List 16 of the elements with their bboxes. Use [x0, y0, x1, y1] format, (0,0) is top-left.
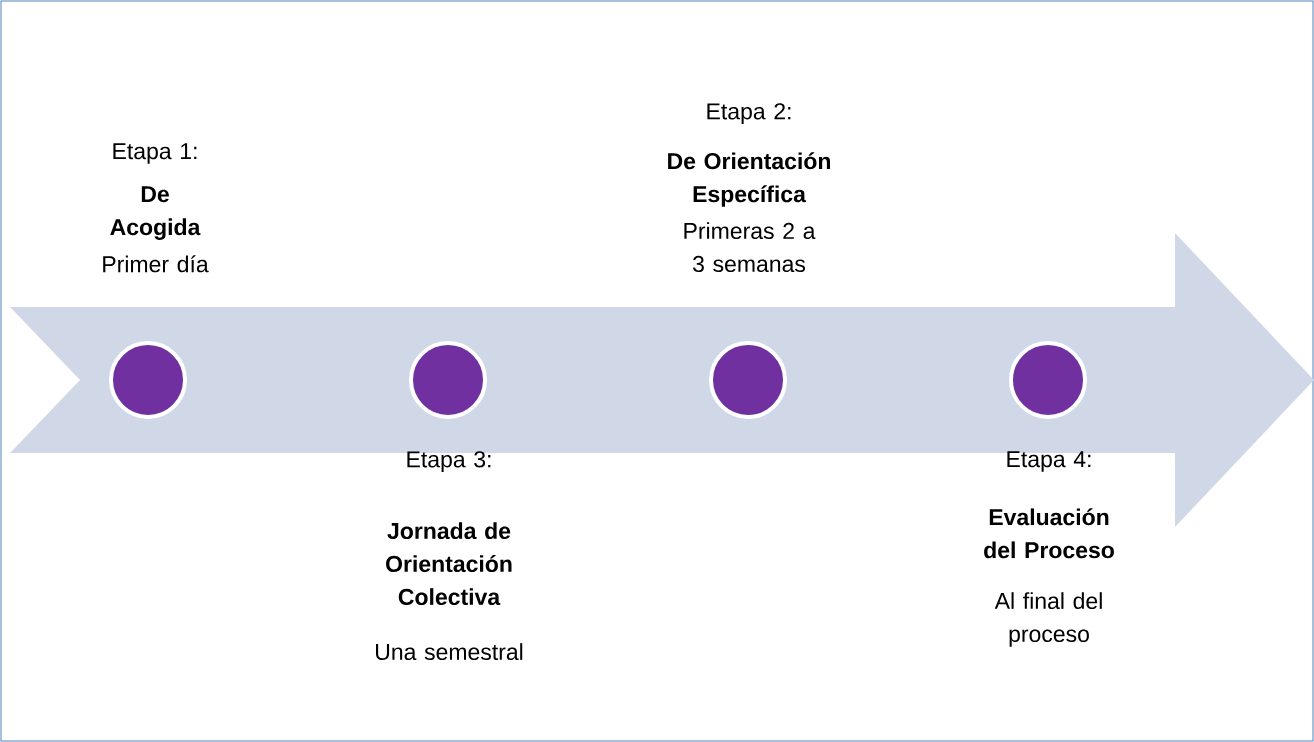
stage-number: Etapa 4:	[1007, 451, 1091, 472]
stage-timing: Al final del proceso	[994, 592, 1102, 647]
stage-circle	[1009, 341, 1087, 419]
stage-number: Etapa 1:	[113, 143, 197, 164]
stage-timing: Una semestral	[376, 643, 523, 661]
stage-title: De Orientación Específica	[668, 152, 830, 207]
stage-number: Etapa 2:	[707, 103, 791, 124]
stage-circle	[109, 341, 187, 419]
stage-title: Jornada de Orientación Colectiva	[386, 522, 512, 606]
stage-title: De Acogida	[110, 186, 201, 240]
stage-timing: Primeras 2 a 3 semanas	[684, 222, 816, 273]
stage-timing: Primer día	[103, 255, 209, 273]
stage-title: Evaluación del Proceso	[984, 508, 1114, 559]
stage-circle	[409, 341, 487, 419]
stage-circle	[709, 341, 787, 419]
stage-number: Etapa 3:	[407, 451, 491, 472]
